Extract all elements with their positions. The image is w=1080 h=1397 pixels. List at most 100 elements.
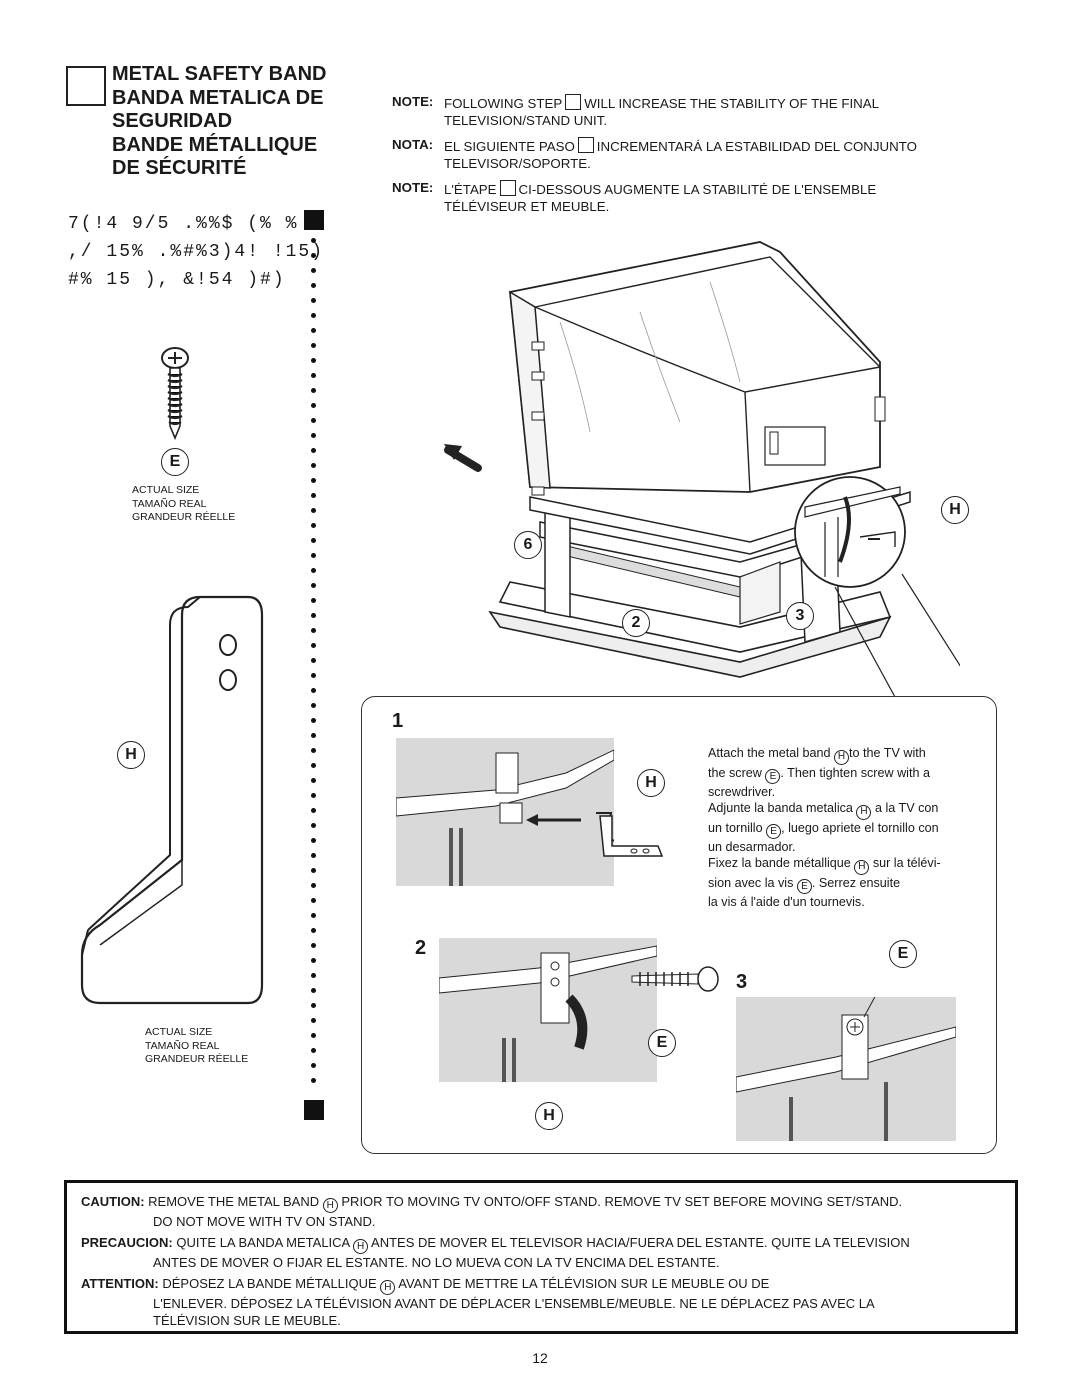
screw-e-ref: E — [766, 824, 782, 839]
detail-label-h: H — [637, 769, 665, 797]
divider-dot — [311, 688, 316, 693]
caution-text: ANTES DE MOVER EL TELEVISOR HACIA/FUERA … — [371, 1235, 910, 1250]
band-h-ref: H — [353, 1239, 369, 1254]
divider-dot — [311, 703, 316, 708]
band-h-ref: H — [854, 859, 870, 875]
band-h-ref: H — [322, 1198, 338, 1213]
caution-text: DO NOT MOVE WITH TV ON STAND. — [153, 1214, 376, 1229]
caution-text: DÉPOSEZ LA BANDE MÉTALLIQUE — [162, 1276, 377, 1291]
divider-dot — [311, 883, 316, 888]
filled-square-marker — [304, 210, 324, 230]
detail-step-1-image — [396, 738, 614, 886]
divider-dot — [311, 493, 316, 498]
caption-line: GRANDEUR RÉELLE — [132, 511, 236, 523]
note-text: WILL INCREASE THE STABILITY OF THE FINAL — [584, 96, 880, 111]
title-line-3: SEGURIDAD — [112, 110, 233, 133]
detail-step-2-image — [439, 938, 657, 1082]
callout-h: H — [941, 496, 969, 524]
divider-dot — [311, 613, 316, 618]
band-h-ref: H — [380, 1280, 396, 1295]
caution-text: ANTES DE MOVER O FIJAR EL ESTANTE. NO LO… — [153, 1255, 720, 1270]
screw-e-illustration — [161, 347, 189, 441]
callout-2: 2 — [622, 609, 650, 637]
divider-end-marker — [304, 1100, 324, 1120]
title-line-4: BANDE MÉTALLIQUE — [112, 133, 318, 156]
band-h-ref: H — [834, 749, 850, 765]
screw-e-ref: E — [796, 879, 812, 894]
instr-text: sur la télévi- — [872, 856, 941, 870]
divider-dot — [311, 718, 316, 723]
divider-dot — [311, 358, 316, 363]
divider-dot — [311, 673, 316, 678]
garbled-line-2: ,/ 15% .%#%3)4! !15) — [68, 242, 325, 262]
divider-dot — [311, 808, 316, 813]
caution-en: CAUTION: REMOVE THE METAL BAND H PRIOR T… — [81, 1193, 1011, 1230]
callout-6: 6 — [514, 531, 542, 559]
divider-dot — [311, 388, 316, 393]
screw-e-label: E — [161, 448, 189, 476]
caption-line: TAMAÑO REAL — [145, 1039, 220, 1052]
divider-dot — [311, 928, 316, 933]
caution-box: CAUTION: REMOVE THE METAL BAND H PRIOR T… — [64, 1180, 1018, 1334]
instr-text: Adjunte la banda metalica — [708, 801, 853, 815]
note-text: L'ÉTAPE — [444, 182, 497, 197]
instr-text: . Serrez ensuite — [811, 875, 901, 890]
caution-text: AVANT DE METTRE LA TÉLÉVISION SUR LE MEU… — [398, 1276, 770, 1291]
divider-dot — [311, 538, 316, 543]
caution-label: CAUTION: — [81, 1194, 145, 1209]
divider-dot — [311, 448, 316, 453]
divider-dot — [311, 553, 316, 558]
detail-label-e: E — [648, 1029, 676, 1057]
divider-dot — [311, 643, 316, 648]
divider-dot — [311, 778, 316, 783]
instr-text: the screw — [708, 765, 762, 780]
instr-text: a la TV con — [874, 801, 939, 815]
divider-dot — [311, 793, 316, 798]
caution-text: PRIOR TO MOVING TV ONTO/OFF STAND. REMOV… — [341, 1194, 903, 1209]
divider-dot — [311, 958, 316, 963]
caption-line: TAMAÑO REAL — [132, 497, 207, 510]
divider-dot — [311, 658, 316, 663]
instr-text: . Then tighten screw with a — [780, 765, 930, 780]
divider-dot — [311, 343, 316, 348]
instr-text: , luego apriete el tornillo con — [781, 820, 939, 835]
divider-dot — [311, 238, 316, 243]
note-text: TELEVISOR/SOPORTE. — [444, 155, 591, 171]
band-h-detail-part — [599, 815, 664, 857]
tv-stand-illustration — [444, 241, 960, 698]
instr-text: la vis á l'aide d'un tournevis. — [708, 895, 865, 909]
step-ref-box — [577, 137, 594, 153]
divider-dot — [311, 853, 316, 858]
caution-text: L'ENLEVER. DÉPOSEZ LA TÉLÉVISION AVANT D… — [153, 1296, 875, 1311]
divider-dot — [311, 1033, 316, 1038]
garbled-line-1: 7(!4 9/5 .%%$ (% % — [68, 214, 299, 234]
metal-band-h-illustration — [80, 595, 264, 1005]
caution-text: TÉLÉVISION SUR LE MEUBLE. — [153, 1313, 341, 1328]
divider-dot — [311, 373, 316, 378]
garbled-line-3: #% 15 ), &!54 )#) — [68, 270, 286, 290]
divider-dot — [311, 433, 316, 438]
divider-dot — [311, 838, 316, 843]
divider-dot — [311, 1048, 316, 1053]
step-ref-box — [499, 180, 516, 196]
step-ref-box — [565, 94, 582, 110]
detail-label-h-2: H — [535, 1102, 563, 1130]
note-text: TÉLÉVISEUR ET MEUBLE. — [444, 198, 610, 214]
divider-dot — [311, 748, 316, 753]
instr-text: screwdriver. — [708, 785, 776, 799]
instr-text: un tornillo — [708, 820, 763, 835]
divider-dot — [311, 868, 316, 873]
divider-dot — [311, 898, 316, 903]
step-number-box — [66, 66, 106, 106]
detail-step-1: 1 — [392, 710, 404, 732]
detail-step-3: 3 — [736, 971, 748, 993]
note-text: TELEVISION/STAND UNIT. — [444, 112, 608, 128]
divider-dot — [311, 583, 316, 588]
caption-line: GRANDEUR RÉELLE — [145, 1053, 249, 1065]
detail-step-2: 2 — [415, 937, 427, 959]
caption-line: ACTUAL SIZE — [145, 1026, 213, 1038]
caution-text: QUITE LA BANDA METALICA — [176, 1235, 350, 1250]
instruction-es: Adjunte la banda metalica H a la TV con … — [708, 800, 988, 855]
